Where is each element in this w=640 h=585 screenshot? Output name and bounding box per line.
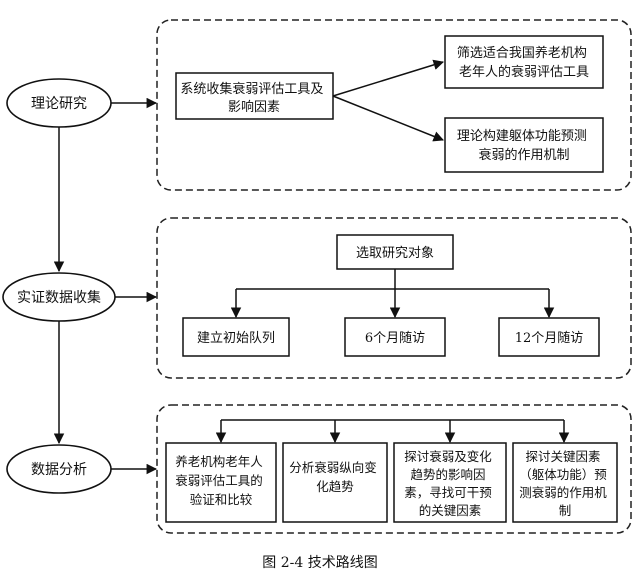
svg-text:理论构建躯体功能预测 衰弱的作用机制: 理论构建躯体功能预测 衰弱的作用机制 — [457, 128, 591, 163]
stage-theory-label: 理论研究 — [31, 96, 87, 112]
data-child-box-1: 建立初始队列 — [182, 317, 290, 357]
svg-text:探讨关键因素 （躯体功能）预 测衰弱: 探讨关键因素 （躯体功能）预 测衰弱的作用机 制 — [519, 449, 611, 518]
analysis-1-line-2: 衰弱评估工具的 — [175, 473, 263, 488]
analysis-1-line-3: 验证和比较 — [190, 492, 253, 507]
theory-output-box-1: 筛选适合我国养老机构 老年人的衰弱评估工具 — [444, 35, 604, 89]
analysis-box-2: 分析衰弱纵向变 化趋势 — [282, 442, 388, 523]
data-child-box-3: 12个月随访 — [498, 317, 600, 357]
stage-data: 实证数据收集 — [2, 272, 116, 322]
technical-roadmap-diagram: 理论研究 实证数据收集 数据分析 系统收集衰弱评估工具及 影响因素 筛选适合我国… — [2, 19, 632, 534]
analysis-3-line-2: 趋势的影响因 — [411, 467, 486, 482]
svg-text:养老机构老年人 衰弱评估工具的 验证: 养老机构老年人 衰弱评估工具的 验证和比较 — [175, 454, 267, 507]
data-child-1-label: 建立初始队列 — [197, 331, 275, 346]
data-child-2-label: 6个月随访 — [365, 331, 425, 346]
theory-output-1-line-1: 筛选适合我国养老机构 — [457, 45, 587, 61]
analysis-box-1: 养老机构老年人 衰弱评估工具的 验证和比较 — [165, 442, 277, 523]
theory-output-2-line-2: 衰弱的作用机制 — [478, 147, 569, 163]
theory-main-line-1: 系统收集衰弱评估工具及 — [180, 81, 323, 97]
analysis-2-line-2: 化趋势 — [316, 479, 354, 494]
stage-analysis-label: 数据分析 — [31, 462, 87, 478]
analysis-4-line-1: 探讨关键因素 — [526, 449, 601, 464]
analysis-1-line-1: 养老机构老年人 — [175, 454, 263, 469]
stage-data-label: 实证数据收集 — [17, 289, 101, 306]
analysis-2-line-1: 分析衰弱纵向变 — [289, 460, 377, 475]
arrow-main-to-output-1 — [332, 59, 445, 97]
data-root-label: 选取研究对象 — [356, 246, 434, 261]
analysis-4-line-4: 制 — [559, 503, 572, 518]
arrow-main-to-output-2 — [332, 95, 444, 142]
analysis-4-line-3: 测衰弱的作用机 — [519, 485, 607, 500]
theory-output-2-line-1: 理论构建躯体功能预测 — [457, 128, 587, 144]
analysis-4-line-2: （躯体功能）预 — [519, 467, 607, 482]
svg-text:分析衰弱纵向变 化趋势: 分析衰弱纵向变 化趋势 — [289, 460, 381, 494]
stage-analysis: 数据分析 — [6, 444, 112, 494]
theory-main-line-2: 影响因素 — [228, 99, 280, 115]
figure-caption: 图 2-4 技术路线图 — [262, 555, 378, 571]
theory-output-box-2: 理论构建躯体功能预测 衰弱的作用机制 — [444, 117, 604, 173]
analysis-3-line-1: 探讨衰弱及变化 — [404, 449, 492, 464]
data-child-3-label: 12个月随访 — [515, 331, 584, 346]
analysis-box-3: 探讨衰弱及变化 趋势的影响因 素，寻找可干预 的关键因素 — [393, 442, 507, 523]
svg-text:筛选适合我国养老机构 老年人的衰弱评估工具: 筛选适合我国养老机构 老年人的衰弱评估工具 — [457, 45, 591, 80]
analysis-box-4: 探讨关键因素 （躯体功能）预 测衰弱的作用机 制 — [512, 442, 618, 523]
theory-main-box: 系统收集衰弱评估工具及 影响因素 — [175, 72, 334, 120]
svg-text:系统收集衰弱评估工具及 影响因素: 系统收集衰弱评估工具及 影响因素 — [180, 81, 327, 115]
stage-theory: 理论研究 — [6, 78, 112, 128]
data-child-box-2: 6个月随访 — [344, 317, 446, 357]
analysis-3-line-4: 的关键因素 — [419, 503, 482, 518]
svg-text:探讨衰弱及变化 趋势的影响因 素，寻: 探讨衰弱及变化 趋势的影响因 素，寻找可干预 的关键因素 — [404, 449, 496, 518]
data-root-box: 选取研究对象 — [336, 234, 454, 270]
theory-output-1-line-2: 老年人的衰弱评估工具 — [459, 64, 589, 80]
analysis-panel — [156, 404, 632, 534]
analysis-3-line-3: 素，寻找可干预 — [404, 485, 492, 500]
